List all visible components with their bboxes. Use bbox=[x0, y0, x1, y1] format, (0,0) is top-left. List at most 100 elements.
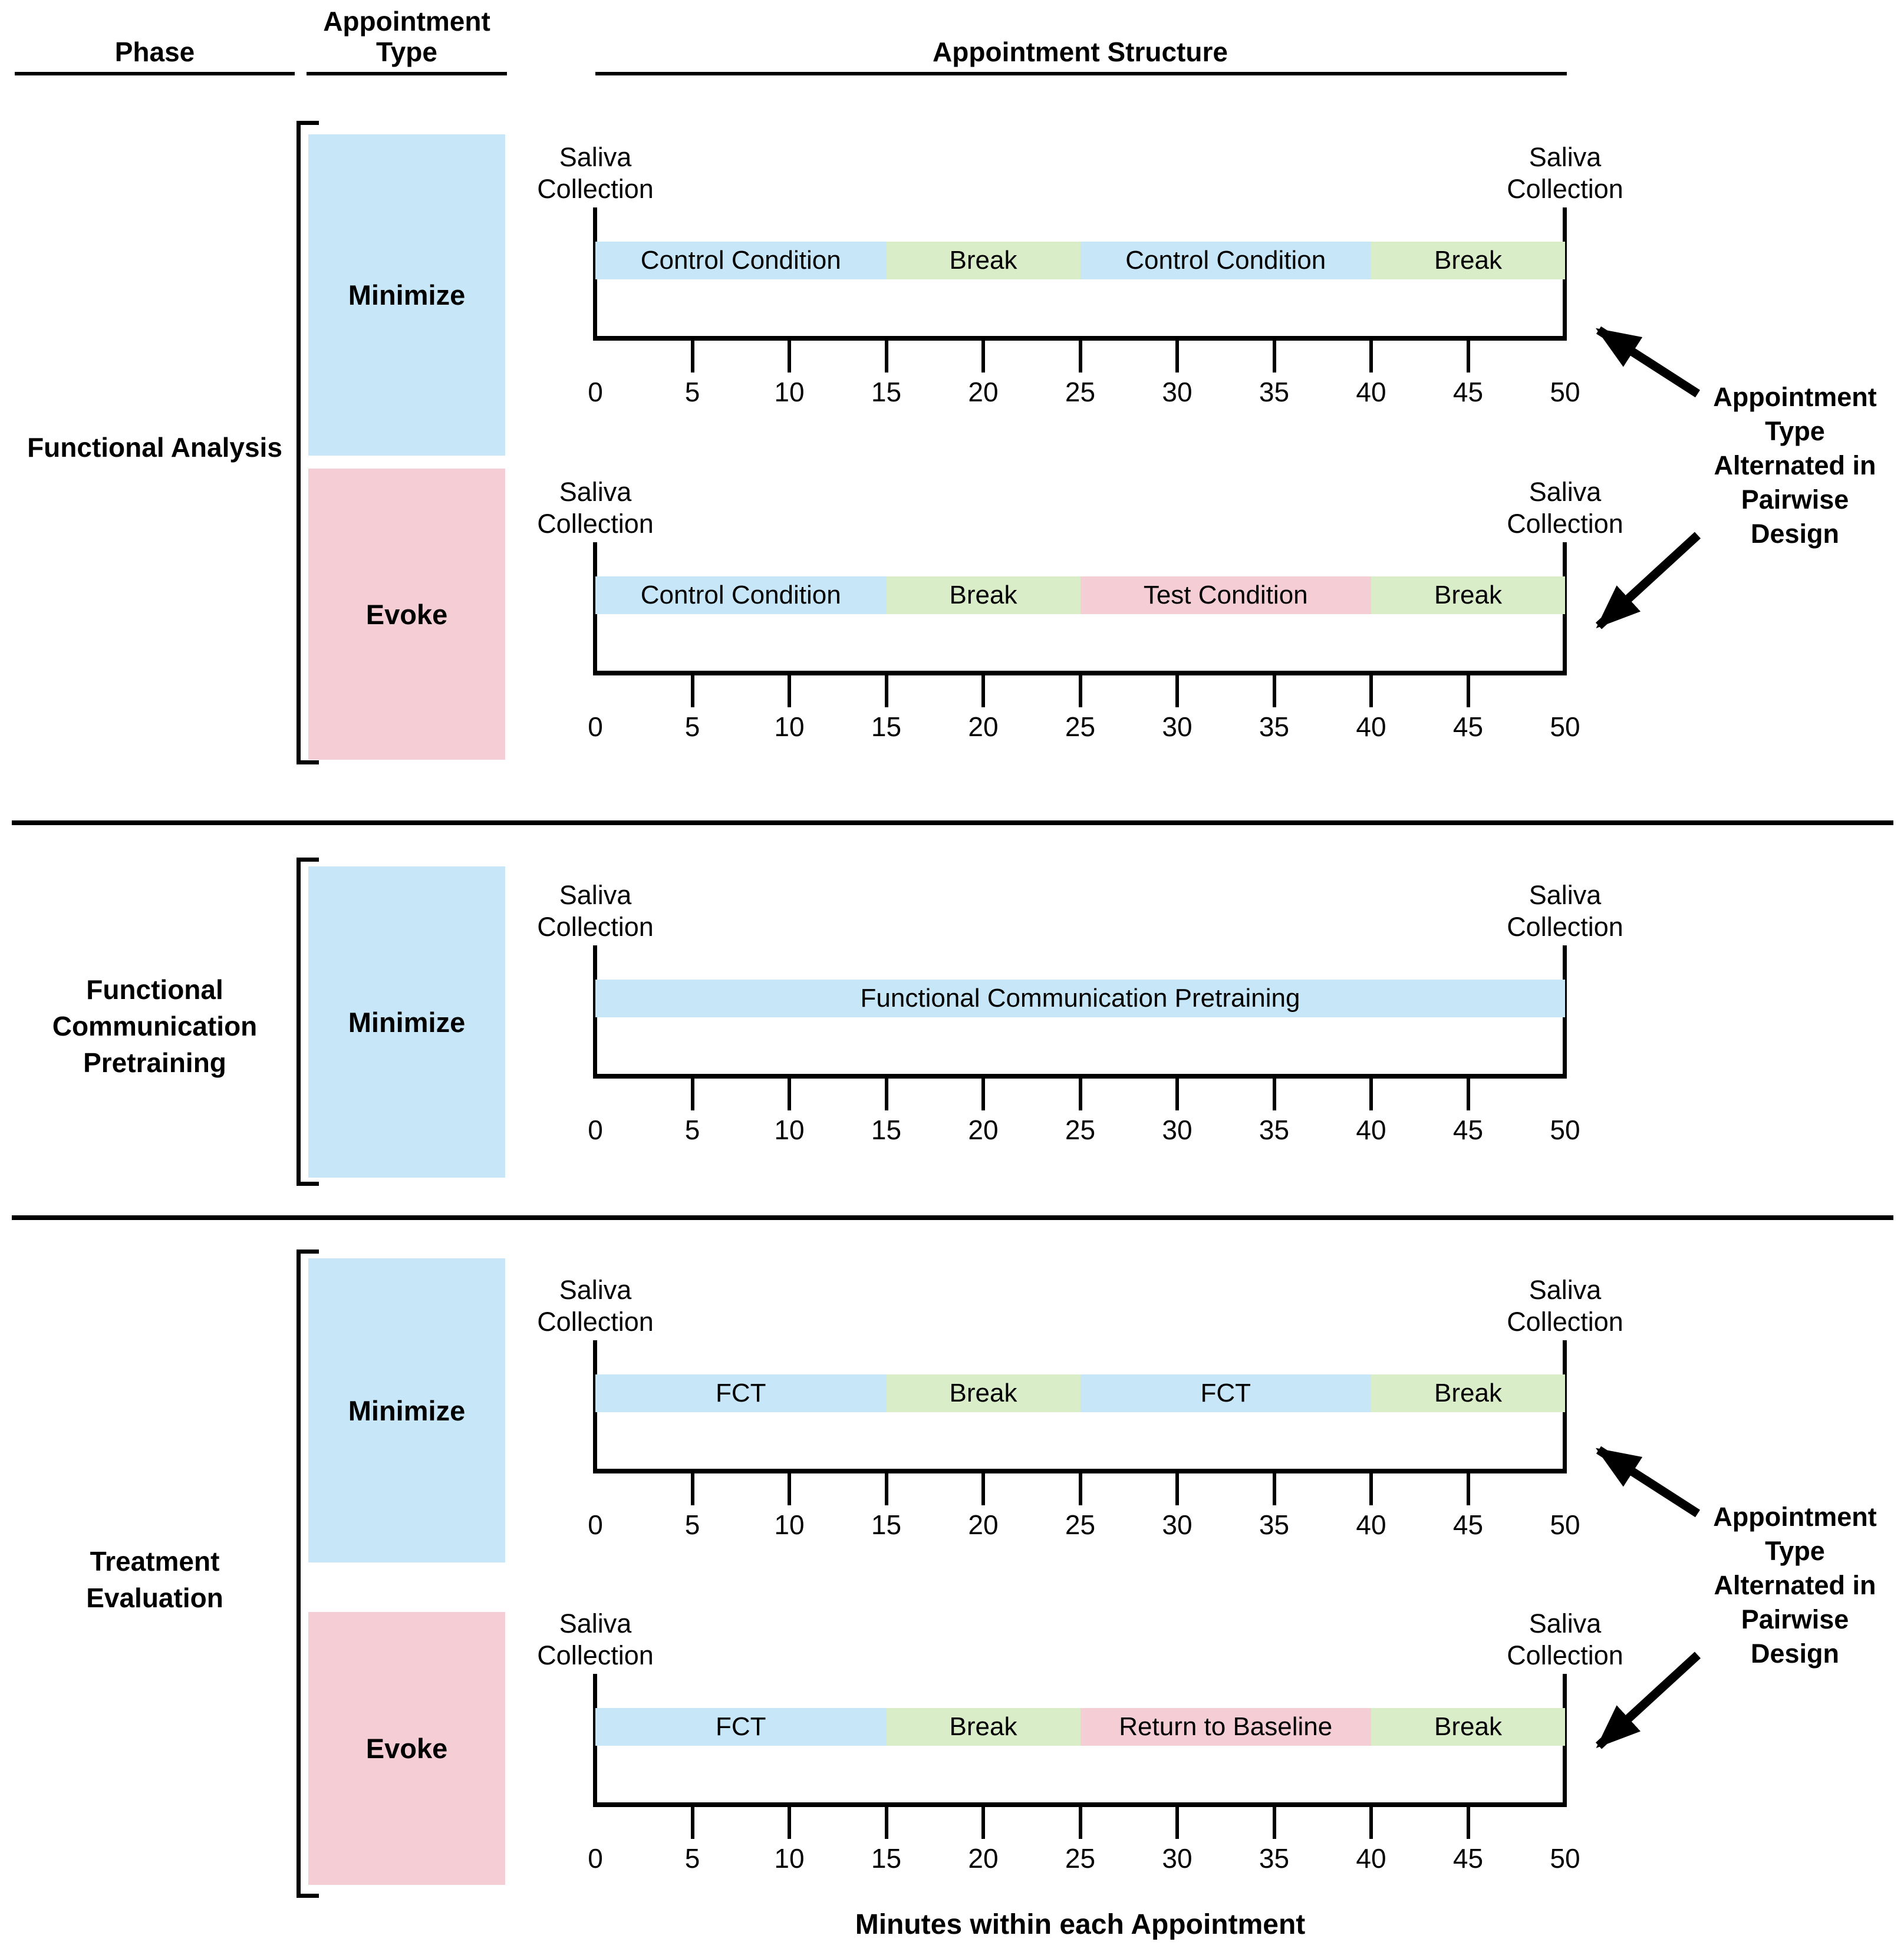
axis-tick bbox=[788, 1079, 791, 1110]
axis-tick-label: 0 bbox=[588, 1115, 603, 1145]
saliva-label-line: Saliva bbox=[1529, 477, 1602, 507]
axis-tick-label: 15 bbox=[871, 1115, 902, 1145]
saliva-label-line: Saliva bbox=[1529, 880, 1602, 910]
segment-fct: FCT bbox=[595, 1708, 887, 1746]
axis-tick-label: 40 bbox=[1356, 1843, 1386, 1874]
section-divider bbox=[12, 1215, 1893, 1220]
x-axis-title: Minutes within each Appointment bbox=[855, 1909, 1306, 1940]
axis-tick bbox=[981, 1807, 985, 1839]
axis-tick-label: 40 bbox=[1356, 1509, 1386, 1540]
annotation-line: Appointment bbox=[1713, 382, 1877, 412]
axis-tick-label: 35 bbox=[1259, 711, 1290, 742]
segment-label: Break bbox=[949, 1712, 1017, 1741]
saliva-label-line: Saliva bbox=[559, 1275, 632, 1305]
saliva-collection-label: Saliva Collection bbox=[513, 879, 678, 943]
saliva-label-line: Saliva bbox=[559, 1608, 632, 1638]
appointment-type-box-minimize: Minimize bbox=[308, 866, 505, 1178]
axis-tick-label: 15 bbox=[871, 711, 902, 742]
axis-tick-label: 30 bbox=[1162, 1509, 1193, 1540]
saliva-label-line: Saliva bbox=[1529, 1608, 1602, 1638]
axis-tick-label: 50 bbox=[1550, 1843, 1580, 1874]
axis-tick-label: 0 bbox=[588, 711, 603, 742]
segment-label: Control Condition bbox=[1125, 246, 1326, 275]
segment-test-condition: Test Condition bbox=[1080, 576, 1371, 614]
axis-tick bbox=[1466, 1079, 1470, 1110]
axis-tick-label: 50 bbox=[1550, 1509, 1580, 1540]
axis-tick-label: 40 bbox=[1356, 711, 1386, 742]
time-axis bbox=[593, 671, 1567, 675]
axis-tick-label: 40 bbox=[1356, 1115, 1386, 1145]
saliva-label-line: Collection bbox=[1507, 174, 1623, 204]
axis-tick-label: 50 bbox=[1550, 711, 1580, 742]
annotation-line: Type bbox=[1765, 416, 1825, 446]
axis-tick bbox=[884, 675, 888, 707]
saliva-label-line: Collection bbox=[1507, 509, 1623, 539]
axis-tick-label: 25 bbox=[1065, 377, 1096, 407]
section-bracket bbox=[297, 858, 319, 1186]
axis-tick bbox=[1369, 1079, 1373, 1110]
axis-tick-label: 5 bbox=[684, 711, 700, 742]
timeline-functional-analysis-evoke: Saliva Collection Saliva Collection Cont… bbox=[0, 476, 1904, 747]
time-axis-ticks bbox=[595, 1079, 1565, 1110]
segment-label: Return to Baseline bbox=[1119, 1712, 1333, 1741]
segment-label: FCT bbox=[715, 1379, 766, 1407]
segment-break: Break bbox=[886, 242, 1081, 279]
axis-tick-label: 10 bbox=[774, 1843, 805, 1874]
axis-tick-label: 20 bbox=[968, 1115, 999, 1145]
axis-tick bbox=[1078, 1079, 1082, 1110]
axis-tick-label: 10 bbox=[774, 1509, 805, 1540]
axis-tick bbox=[690, 341, 694, 372]
condition-bar: Functional Communication Pretraining bbox=[595, 980, 1565, 1017]
axis-tick-label: 20 bbox=[968, 711, 999, 742]
saliva-collection-marker-line bbox=[593, 207, 597, 341]
phase-label-line: Functional Analysis bbox=[27, 432, 282, 463]
axis-tick-label: 20 bbox=[968, 377, 999, 407]
time-axis bbox=[593, 1802, 1567, 1807]
axis-tick-label: 5 bbox=[684, 377, 700, 407]
section-bracket bbox=[297, 1250, 319, 1898]
axis-tick-label: 20 bbox=[968, 1509, 999, 1540]
axis-tick-label: 35 bbox=[1259, 1115, 1290, 1145]
axis-tick bbox=[1175, 1807, 1179, 1839]
axis-tick-label: 5 bbox=[684, 1843, 700, 1874]
axis-tick-label: 35 bbox=[1259, 377, 1290, 407]
axis-tick bbox=[1466, 1807, 1470, 1839]
axis-tick bbox=[1272, 675, 1276, 707]
saliva-label-line: Collection bbox=[1507, 1640, 1623, 1670]
appointment-type-header-underline bbox=[307, 72, 507, 75]
section-bracket bbox=[297, 121, 319, 764]
time-axis bbox=[593, 336, 1567, 341]
segment-break: Break bbox=[1371, 576, 1565, 614]
axis-tick bbox=[1369, 341, 1373, 372]
axis-tick bbox=[884, 1079, 888, 1110]
time-axis-ticks bbox=[595, 1807, 1565, 1839]
column-header-appointment-type-line2: Type bbox=[376, 37, 437, 67]
segment-label: FCT bbox=[1200, 1379, 1251, 1407]
axis-tick-label: 25 bbox=[1065, 1115, 1096, 1145]
saliva-label-line: Collection bbox=[537, 1307, 654, 1337]
axis-tick-label: 45 bbox=[1452, 1115, 1484, 1145]
annotation-line: Alternated in bbox=[1714, 1570, 1876, 1600]
phase-label-line: Treatment bbox=[90, 1546, 220, 1577]
axis-tick bbox=[1078, 341, 1082, 372]
phase-label-line: Pretraining bbox=[83, 1047, 226, 1078]
saliva-collection-marker-line bbox=[593, 945, 597, 1079]
saliva-collection-label: Saliva Collection bbox=[513, 141, 678, 205]
saliva-label-line: Collection bbox=[537, 174, 654, 204]
axis-tick-label: 50 bbox=[1550, 1115, 1580, 1145]
segment-label: Test Condition bbox=[1143, 581, 1308, 609]
axis-tick bbox=[690, 675, 694, 707]
time-axis-ticks bbox=[595, 675, 1565, 707]
saliva-collection-marker-line bbox=[593, 542, 597, 675]
section-divider bbox=[12, 820, 1893, 825]
axis-tick bbox=[1272, 1473, 1276, 1505]
saliva-collection-label: Saliva Collection bbox=[513, 476, 678, 540]
annotation-line: Pairwise bbox=[1741, 1604, 1849, 1634]
time-axis-ticks bbox=[595, 341, 1565, 372]
axis-tick bbox=[981, 675, 985, 707]
axis-tick bbox=[1369, 1473, 1373, 1505]
axis-tick-label: 0 bbox=[588, 1509, 603, 1540]
phase-label-functional-communication-pretraining: Functional Communication Pretraining bbox=[15, 971, 295, 1081]
